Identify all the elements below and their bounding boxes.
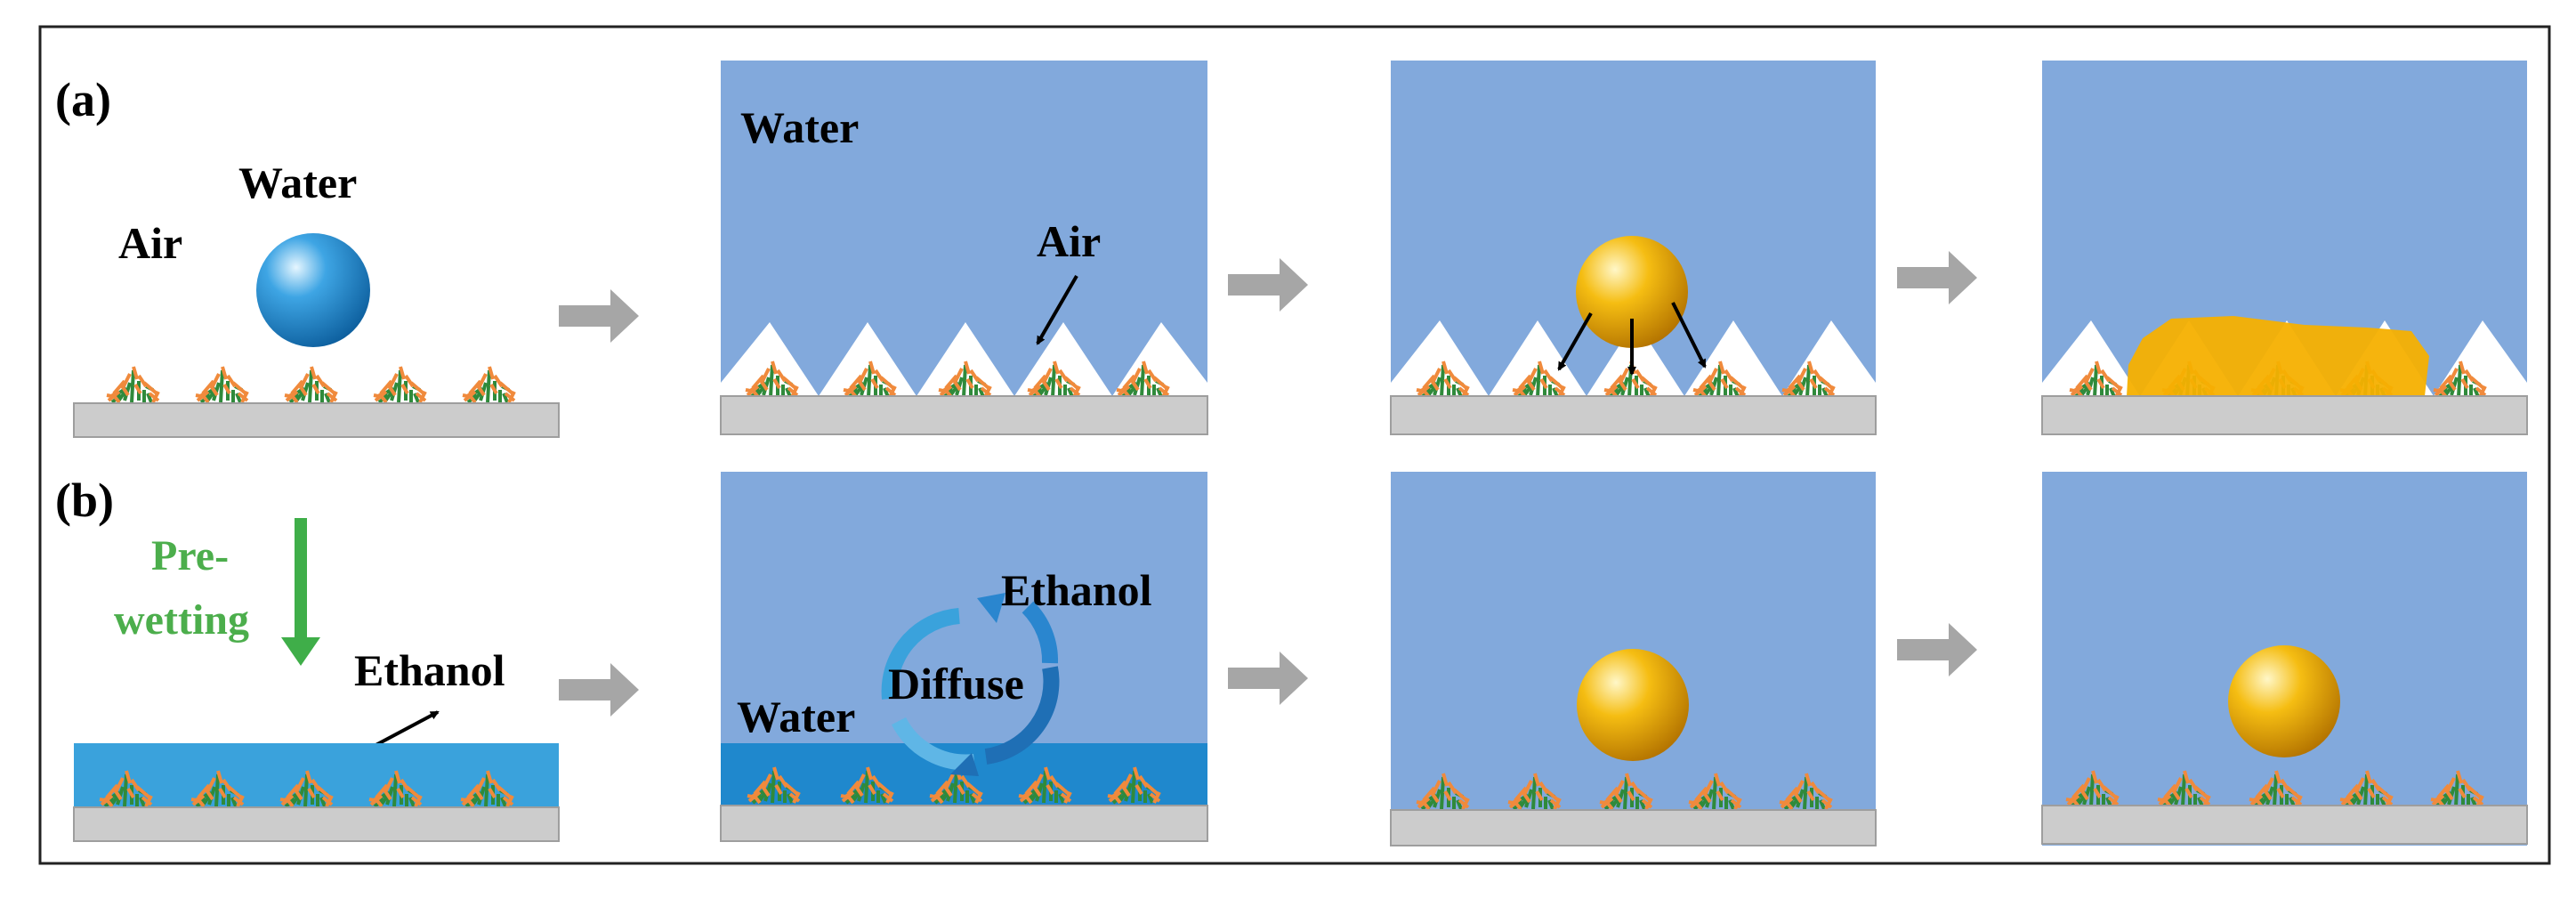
panel-b4 xyxy=(2041,472,2528,846)
ethanol-label: Ethanol xyxy=(1001,565,1152,615)
substrate xyxy=(720,395,1208,435)
gold-particle xyxy=(2228,645,2340,757)
air-label: Air xyxy=(1037,216,1101,266)
substrate xyxy=(2041,395,2528,435)
panel-b3 xyxy=(1390,472,1877,846)
spread-gold-film xyxy=(2127,316,2429,396)
substrate xyxy=(1390,395,1877,435)
water-label: Water xyxy=(737,692,855,741)
panel-b1: Pre- wetting Ethanol xyxy=(73,518,560,842)
process-arrow xyxy=(1228,652,1308,705)
air-pockets xyxy=(721,322,1207,396)
diffuse-cycle-icon xyxy=(881,593,1060,776)
process-arrow xyxy=(559,663,639,717)
prewetting-label: wetting xyxy=(114,596,249,644)
process-arrow xyxy=(1897,251,1977,304)
panel-a1: Water Air xyxy=(73,158,560,438)
prewet-arrow xyxy=(281,518,320,666)
process-arrow xyxy=(559,289,639,343)
panel-label-b: (b) xyxy=(55,474,114,527)
air-label: Air xyxy=(118,218,182,268)
process-arrow xyxy=(1897,623,1977,676)
force-arrow xyxy=(1671,302,1707,368)
substrate xyxy=(720,805,1208,842)
panel-a2: Water Air xyxy=(720,61,1208,435)
force-arrow xyxy=(1557,312,1593,371)
diffuse-label: Diffuse xyxy=(888,659,1024,709)
panel-a4 xyxy=(2041,61,2528,435)
process-arrow xyxy=(1228,258,1308,312)
substrate xyxy=(1390,809,1877,846)
plant-structures xyxy=(105,365,516,404)
panel-b2: Ethanol Diffuse Water xyxy=(720,472,1208,842)
gold-particle xyxy=(1576,236,1688,348)
ethanol-label: Ethanol xyxy=(354,645,505,695)
panel-label-a: (a) xyxy=(55,73,111,126)
substrate xyxy=(2041,805,2528,845)
air-pointer-arrow xyxy=(1036,274,1078,345)
substrate xyxy=(73,402,560,438)
prewetting-label: Pre- xyxy=(151,532,229,579)
water-label: Water xyxy=(740,102,859,152)
water-droplet xyxy=(256,233,370,347)
gold-particle xyxy=(1577,649,1689,761)
substrate xyxy=(73,806,560,842)
panel-a3 xyxy=(1390,61,1877,435)
water-label: Water xyxy=(238,158,357,207)
figure-frame xyxy=(38,25,2551,865)
